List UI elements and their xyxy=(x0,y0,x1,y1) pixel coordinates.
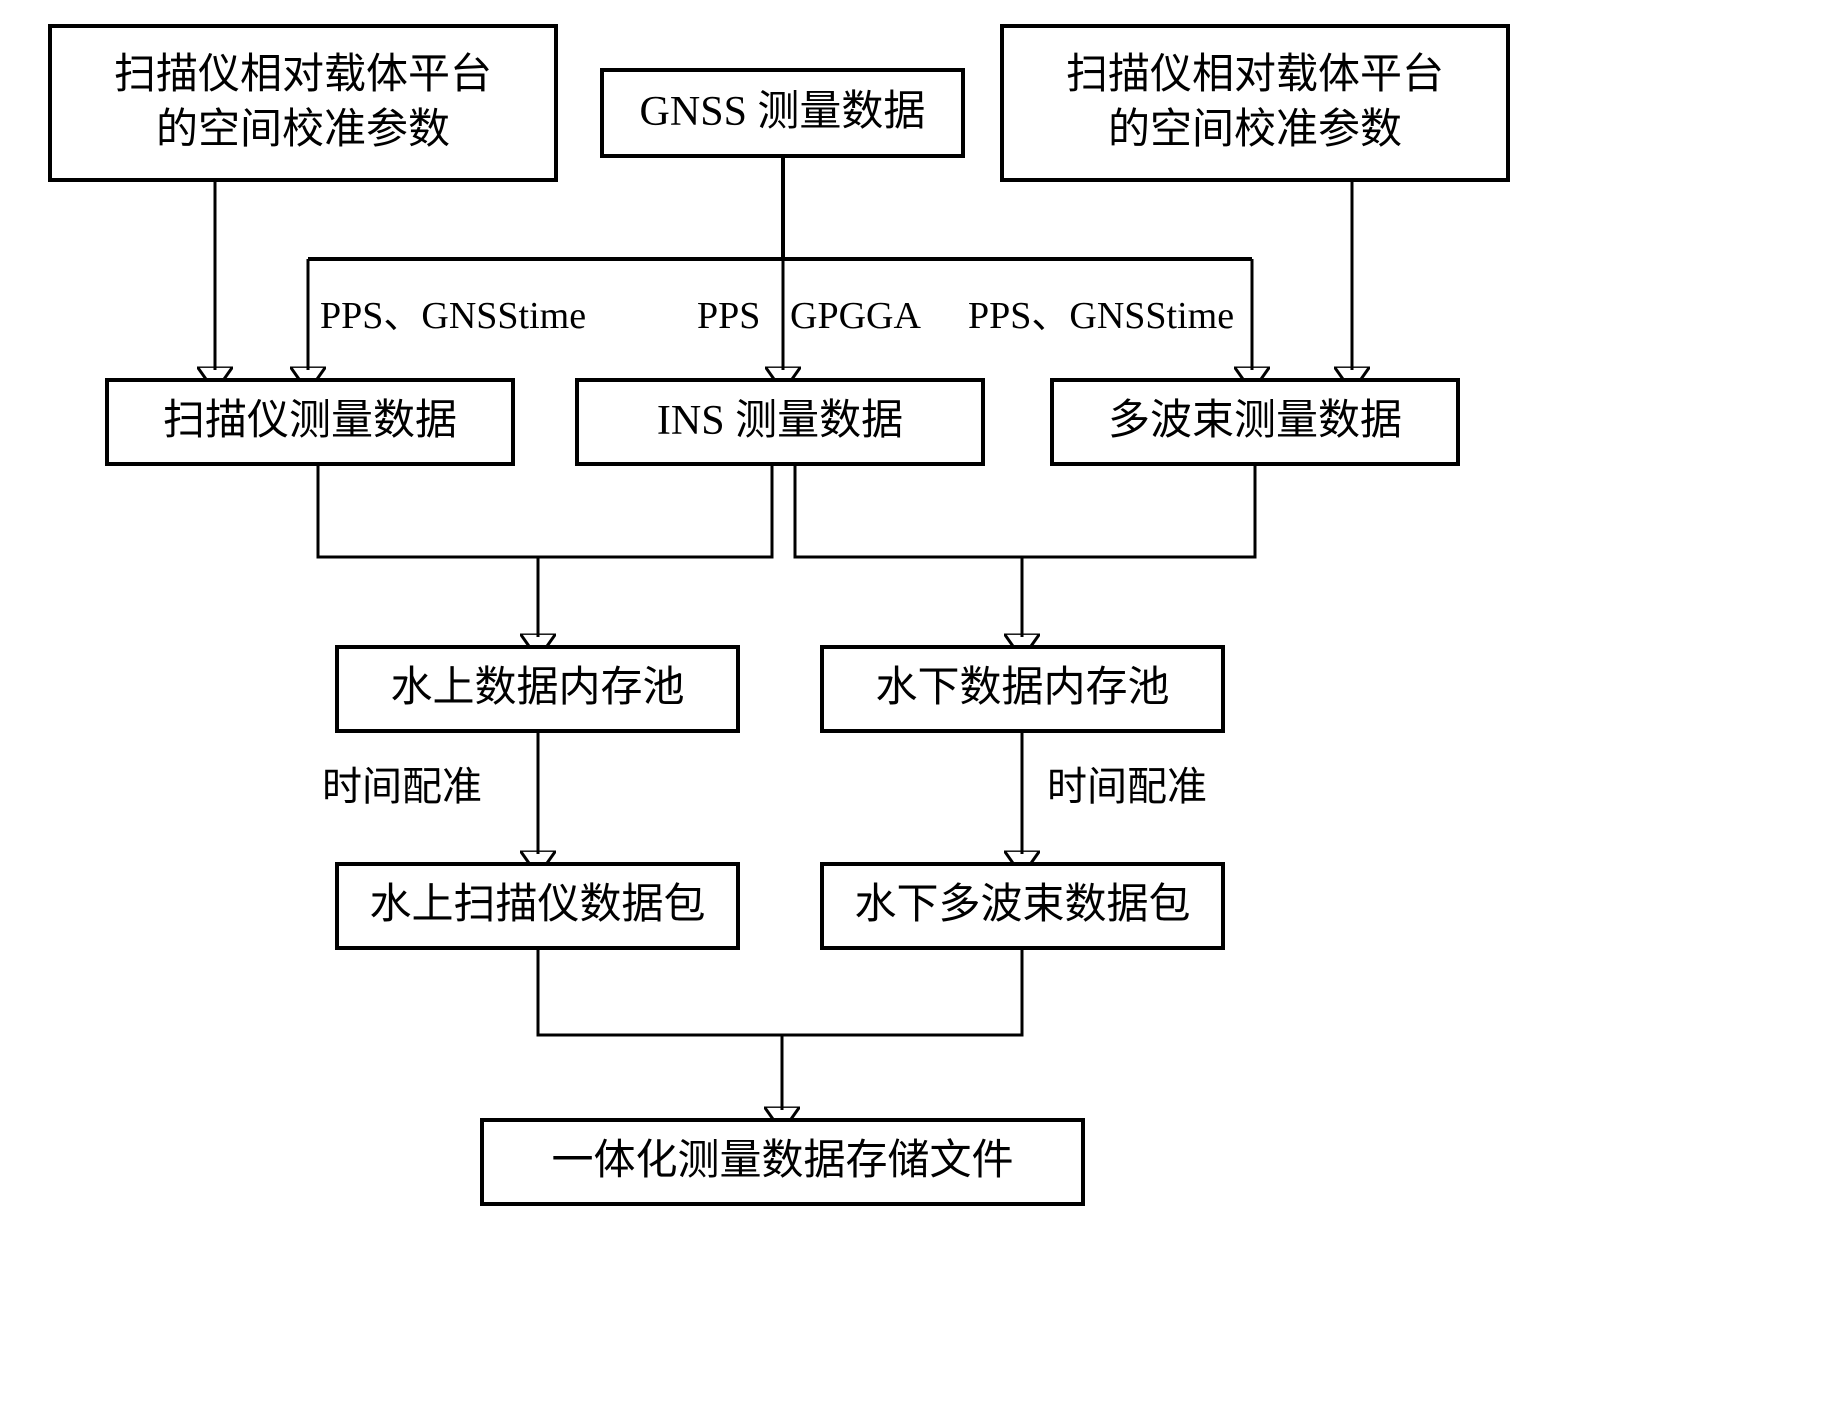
edge-under-packet-to-file xyxy=(782,950,1024,1037)
edge-label-pps-gnsstime-left: PPS、GNSStime xyxy=(320,295,587,337)
node-multibeam-measurement-data[interactable]: 多波束测量数据 xyxy=(1050,378,1460,466)
edge-label-time-alignment-left: 时间配准 xyxy=(322,764,482,809)
node-ins-measurement-data[interactable]: INS 测量数据 xyxy=(575,378,985,466)
edge-scanner-to-above-water-pool xyxy=(316,466,538,637)
edge-label-pps: PPS xyxy=(697,295,761,337)
node-scanner-measurement-data[interactable]: 扫描仪测量数据 xyxy=(105,378,515,466)
edge-label-gpgga: GPGGA xyxy=(790,295,921,337)
node-scanner-calibration-right[interactable]: 扫描仪相对载体平台 的空间校准参数 xyxy=(1000,24,1510,182)
edge-label-pps-gnsstime-right: PPS、GNSStime xyxy=(968,295,1235,337)
edge-ins-to-above-water-pool xyxy=(538,466,774,559)
node-above-water-data-memory-pool[interactable]: 水上数据内存池 xyxy=(335,645,740,733)
node-under-water-data-memory-pool[interactable]: 水下数据内存池 xyxy=(820,645,1225,733)
node-scanner-calibration-left[interactable]: 扫描仪相对载体平台 的空间校准参数 xyxy=(48,24,558,182)
node-integrated-measurement-file[interactable]: 一体化测量数据存储文件 xyxy=(480,1118,1085,1206)
edge-ins-to-under-water-pool xyxy=(793,466,1022,637)
edge-label-time-alignment-right: 时间配准 xyxy=(1047,764,1207,809)
edge-multibeam-to-under-water-pool xyxy=(1022,466,1257,559)
node-gnss-measurement-data[interactable]: GNSS 测量数据 xyxy=(600,68,965,158)
node-above-water-scanner-packet[interactable]: 水上扫描仪数据包 xyxy=(335,862,740,950)
node-under-water-multibeam-packet[interactable]: 水下多波束数据包 xyxy=(820,862,1225,950)
edge-above-packet-to-file xyxy=(536,950,782,1110)
